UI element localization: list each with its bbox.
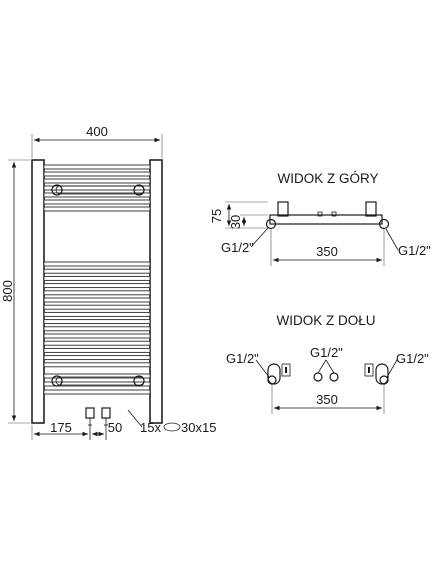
radiator-bar (43, 381, 151, 387)
radiator-bar (43, 171, 151, 177)
top-axis-label: 350 (316, 244, 338, 259)
bottom-axis-label: 350 (316, 392, 338, 407)
spacing-label: 50 (108, 420, 122, 435)
radiator-bar (43, 355, 151, 361)
profile-label: 15x (140, 420, 161, 435)
bottom-thread-left-label: G1/2" (226, 351, 259, 366)
bottom-rail-right (375, 363, 389, 385)
radiator-bar (43, 326, 151, 332)
height-label: 800 (0, 280, 15, 302)
radiator-bar (43, 347, 151, 353)
top-view-bracket-right (365, 201, 377, 217)
right-rail (149, 159, 163, 424)
dimension-width: 400 (31, 124, 163, 158)
bottom-view-title: WIDOK Z DOŁU (276, 313, 375, 328)
dimension-bottom: 175 50 15x 30x15 (31, 409, 216, 440)
top-view: WIDOK Z GÓRY 75 30 G1/2" G1/2" 350 (209, 171, 431, 266)
offset-label: 175 (50, 420, 72, 435)
radiator-bar (43, 199, 151, 205)
radiator-bar (43, 311, 151, 317)
bottom-valves (85, 407, 111, 440)
radiator-bar (43, 362, 151, 368)
bottom-thread-center-label: G1/2" (310, 345, 343, 360)
top-thread-right-label: G1/2" (398, 243, 431, 258)
radiator-bar (43, 389, 151, 395)
bottom-valve-left-icon (313, 372, 323, 382)
top-connector-right-icon (378, 218, 390, 230)
bottom-valve-right-icon (329, 372, 339, 382)
oval-profile-icon (163, 422, 181, 432)
top-view-title: WIDOK Z GÓRY (277, 171, 378, 186)
bottom-view: WIDOK Z DOŁU G1/2" G1/2" G1/2" 350 (226, 313, 429, 414)
top-depth-label: 30 (228, 215, 243, 229)
mounting-bracket-top (51, 184, 145, 196)
bottom-connector-left-icon (267, 375, 277, 385)
left-rail (31, 159, 45, 424)
radiator-bar (43, 206, 151, 212)
radiator-bar (43, 373, 151, 379)
bottom-thread-right-label: G1/2" (396, 351, 429, 366)
radiator-bar (43, 261, 151, 267)
radiator-bar (43, 290, 151, 296)
radiator-bar (43, 275, 151, 281)
width-label: 400 (86, 124, 108, 139)
dimension-height: 800 (0, 159, 30, 424)
top-view-bracket-left (277, 201, 289, 217)
radiator-bar (43, 283, 151, 289)
top-thread-left-label: G1/2" (221, 240, 254, 255)
bar-label: 30x15 (181, 420, 216, 435)
radiator-bar (43, 192, 151, 198)
bottom-rail-left (267, 363, 281, 385)
radiator-bar (43, 304, 151, 310)
radiator-bar (43, 178, 151, 184)
radiator-bar (43, 164, 151, 170)
radiator-bar (43, 297, 151, 303)
mounting-bracket-bottom (51, 375, 145, 387)
radiator-bars (43, 164, 151, 395)
radiator-bar (43, 340, 151, 346)
top-connector-left-icon (265, 218, 277, 230)
front-view: 400 800 175 50 15x 30x15 (0, 124, 216, 440)
top-depth-total-label: 75 (209, 209, 224, 223)
radiator-bar (43, 268, 151, 274)
radiator-bar (43, 319, 151, 325)
bottom-connector-right-icon (379, 375, 389, 385)
radiator-bar (43, 333, 151, 339)
